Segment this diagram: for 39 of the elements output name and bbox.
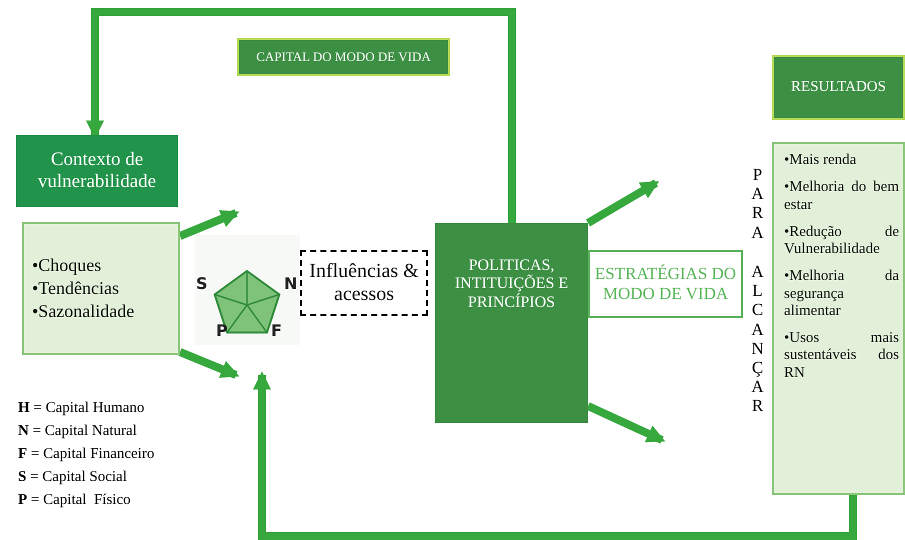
box-label: RESULTADOS (790, 78, 887, 96)
arrow (252, 371, 857, 540)
box-label: POLITICAS, INTITUIÇÕES E PRINCÍPIOS (454, 257, 570, 312)
process-box (435, 223, 588, 423)
arrow (586, 180, 660, 226)
list-box (22, 222, 180, 355)
pentagon-letter: S (196, 275, 208, 294)
legend-text: S = Capital Social (18, 469, 127, 486)
list-item: •Usos mais sustentáveis dos RN (784, 330, 899, 382)
list-item: •Sazonalidade (32, 300, 136, 322)
strategy-box (588, 250, 743, 318)
arrow (178, 348, 240, 379)
title-box (237, 38, 450, 76)
vertical-label: ALCANÇAR (750, 262, 765, 416)
pentagon-letter: F (271, 322, 282, 340)
arrow (178, 209, 240, 240)
arrow (586, 402, 666, 444)
legend-text: H = Capital Humano (18, 400, 144, 418)
list-item: •Mais renda (784, 152, 858, 170)
box-label: ESTRATÉGIAS DO MODO DE VIDA (594, 264, 737, 304)
dashed-box (300, 250, 428, 316)
legend-text: P = Capital Físico (18, 492, 131, 510)
pentagon-letter: P (216, 322, 228, 340)
pentagon-letter: N (284, 275, 298, 294)
list-item: •Tendências (32, 278, 120, 299)
vertical-label: PARA (750, 165, 765, 242)
legend-text: N = Capital Natural (18, 423, 137, 440)
list-item: •Melhoria da segurança alimentar (784, 268, 899, 320)
box-label: Influências & acessos (308, 260, 420, 306)
header-box (772, 55, 905, 120)
list-item: •Melhoria do bem estar (784, 179, 899, 214)
list-item: •Redução de Vulnerabilidade (784, 224, 899, 258)
arrow (86, 8, 516, 223)
box-label: CAPITAL DO MODO DE VIDA (255, 50, 432, 64)
list-item: •Choques (32, 255, 102, 276)
box-label: Contexto de vulnerabilidade (36, 149, 158, 193)
header-box (16, 135, 178, 207)
list-box (772, 142, 905, 495)
legend-text: F = Capital Financeiro (18, 446, 154, 464)
